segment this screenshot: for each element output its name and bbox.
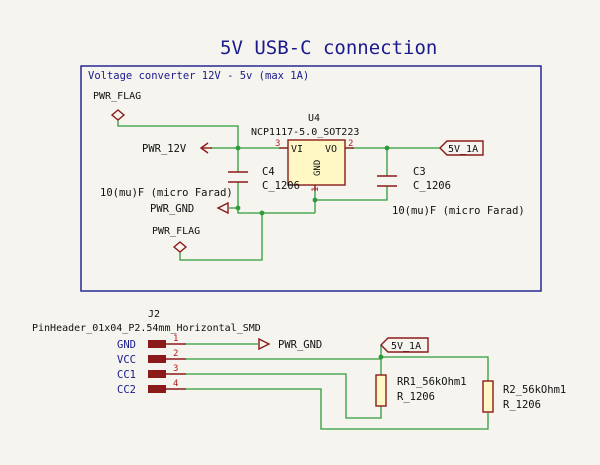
j2-pin-num-3: 3 xyxy=(173,364,178,374)
j2-pin-name-3: CC1 xyxy=(117,369,136,381)
pwr-flag-top-label: PWR_FLAG xyxy=(93,91,141,102)
u4-pinnum-vi: 3 xyxy=(275,139,280,149)
j2-value: PinHeader_01x04_P2.54mm_Horizontal_SMD xyxy=(32,323,261,334)
pwr-flag-bottom: PWR_FLAG xyxy=(152,226,200,253)
c3-description: 10(mu)F (micro Farad) xyxy=(392,205,525,217)
c4-description: 10(mu)F (micro Farad) xyxy=(100,187,233,199)
connector-wires xyxy=(186,343,489,430)
j2-pin-name-1: GND xyxy=(117,339,136,351)
j2-pad-2 xyxy=(148,355,166,363)
j2-pad-4 xyxy=(148,385,166,393)
pwr-flag-bottom-label: PWR_FLAG xyxy=(152,226,200,237)
connector-pwr-gnd: PWR_GND xyxy=(258,337,322,351)
u4-pinnum-gnd: 1 xyxy=(311,187,321,192)
connector-j2: J2 PinHeader_01x04_P2.54mm_Horizontal_SM… xyxy=(32,309,261,396)
frame-label: Voltage converter 12V - 5v (max 1A) xyxy=(88,70,309,82)
pwr-12v-symbol: PWR_12V xyxy=(142,142,212,155)
net-5v-label-top: 5V_1A xyxy=(439,140,484,156)
u4-pin-vo: VO xyxy=(325,144,337,155)
j2-pin-name-4: CC2 xyxy=(117,384,136,396)
u4-pin-gnd: GND xyxy=(313,160,323,176)
u4-pin-vi: VI xyxy=(291,144,303,155)
resistor-r2: R2_56kOhm1 R_1206 xyxy=(482,380,566,413)
converter-frame xyxy=(80,65,542,292)
c4-ref: C4 xyxy=(262,166,275,178)
pwr-flag-top: PWR_FLAG xyxy=(93,91,141,121)
u4-value: NCP1117-5.0_SOT223 xyxy=(251,127,359,138)
r2-footprint: R_1206 xyxy=(503,399,541,411)
regulator-u4: U4 NCP1117-5.0_SOT223 VI VO GND 3 2 1 xyxy=(251,113,359,192)
capacitor-c4: C4 C_1206 10(mu)F (micro Farad) xyxy=(100,166,300,199)
c4-footprint: C_1206 xyxy=(262,180,300,192)
j2-pad-1 xyxy=(148,340,166,348)
u4-pinnum-vo: 2 xyxy=(348,139,353,149)
j2-pin-num-2: 2 xyxy=(173,349,178,359)
connector-pwr-gnd-label: PWR_GND xyxy=(278,339,322,351)
c3-ref: C3 xyxy=(413,166,426,178)
svg-text:5V_1A: 5V_1A xyxy=(391,341,421,352)
r2-ref: R2_56kOhm1 xyxy=(503,384,566,396)
junction-dots xyxy=(235,145,390,360)
j2-pin-num-1: 1 xyxy=(173,334,178,344)
c3-footprint: C_1206 xyxy=(413,180,451,192)
svg-text:5V_1A: 5V_1A xyxy=(448,144,478,155)
rr1-ref: RR1_56kOhm1 xyxy=(397,376,467,388)
converter-wires xyxy=(117,119,440,261)
j2-pin-name-2: VCC xyxy=(117,354,136,366)
j2-ref: J2 xyxy=(148,309,160,320)
u4-ref: U4 xyxy=(308,113,320,124)
resistor-rr1: RR1_56kOhm1 R_1206 xyxy=(375,374,467,407)
pwr-gnd-label: PWR_GND xyxy=(150,203,194,215)
pwr-12v-label: PWR_12V xyxy=(142,143,187,155)
sheet-title: 5V USB-C connection xyxy=(220,37,437,59)
j2-pin-num-4: 4 xyxy=(173,379,178,389)
pwr-gnd-symbol: PWR_GND xyxy=(150,201,229,215)
j2-pad-3 xyxy=(148,370,166,378)
rr1-footprint: R_1206 xyxy=(397,391,435,403)
net-5v-label-bottom: 5V_1A xyxy=(380,337,429,353)
capacitor-c3: C3 C_1206 10(mu)F (micro Farad) xyxy=(377,166,525,217)
